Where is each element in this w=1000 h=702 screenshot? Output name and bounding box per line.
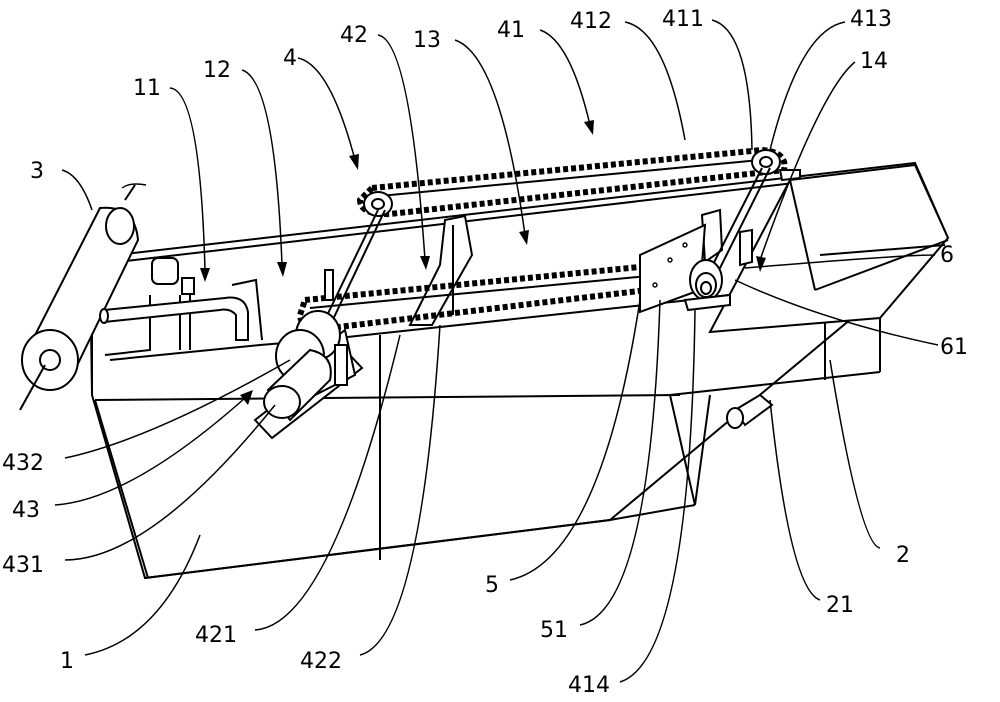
label-21: 21	[826, 593, 854, 618]
reference-numerals: 3 11 12 4 42 13 41 412 411 413 14 6 61 4…	[2, 7, 968, 698]
label-14: 14	[860, 49, 888, 74]
drain-pipe	[726, 393, 774, 429]
label-13: 13	[413, 28, 441, 53]
label-61: 61	[940, 335, 968, 360]
label-412: 412	[570, 9, 612, 34]
label-1: 1	[60, 649, 74, 674]
label-6: 6	[940, 243, 954, 268]
label-12: 12	[203, 58, 231, 83]
side-tank	[669, 163, 950, 506]
motor	[253, 269, 364, 440]
upper-chain	[356, 146, 801, 218]
label-41: 41	[497, 18, 525, 43]
label-5: 5	[485, 573, 499, 598]
label-42: 42	[340, 23, 368, 48]
leader-lines	[54, 19, 939, 683]
label-51: 51	[540, 618, 568, 643]
bracket	[639, 223, 731, 314]
label-422: 422	[300, 649, 342, 674]
pump	[99, 257, 263, 350]
label-11: 11	[133, 76, 161, 101]
label-421: 421	[195, 623, 237, 648]
label-43: 43	[12, 498, 40, 523]
roller	[19, 183, 147, 411]
label-3: 3	[30, 159, 44, 184]
label-432: 432	[2, 451, 44, 476]
label-2: 2	[896, 543, 910, 568]
label-411: 411	[662, 7, 704, 32]
partitions	[408, 208, 753, 326]
label-413: 413	[850, 7, 892, 32]
label-414: 414	[568, 673, 610, 697]
label-4: 4	[283, 46, 297, 71]
label-431: 431	[2, 553, 44, 578]
